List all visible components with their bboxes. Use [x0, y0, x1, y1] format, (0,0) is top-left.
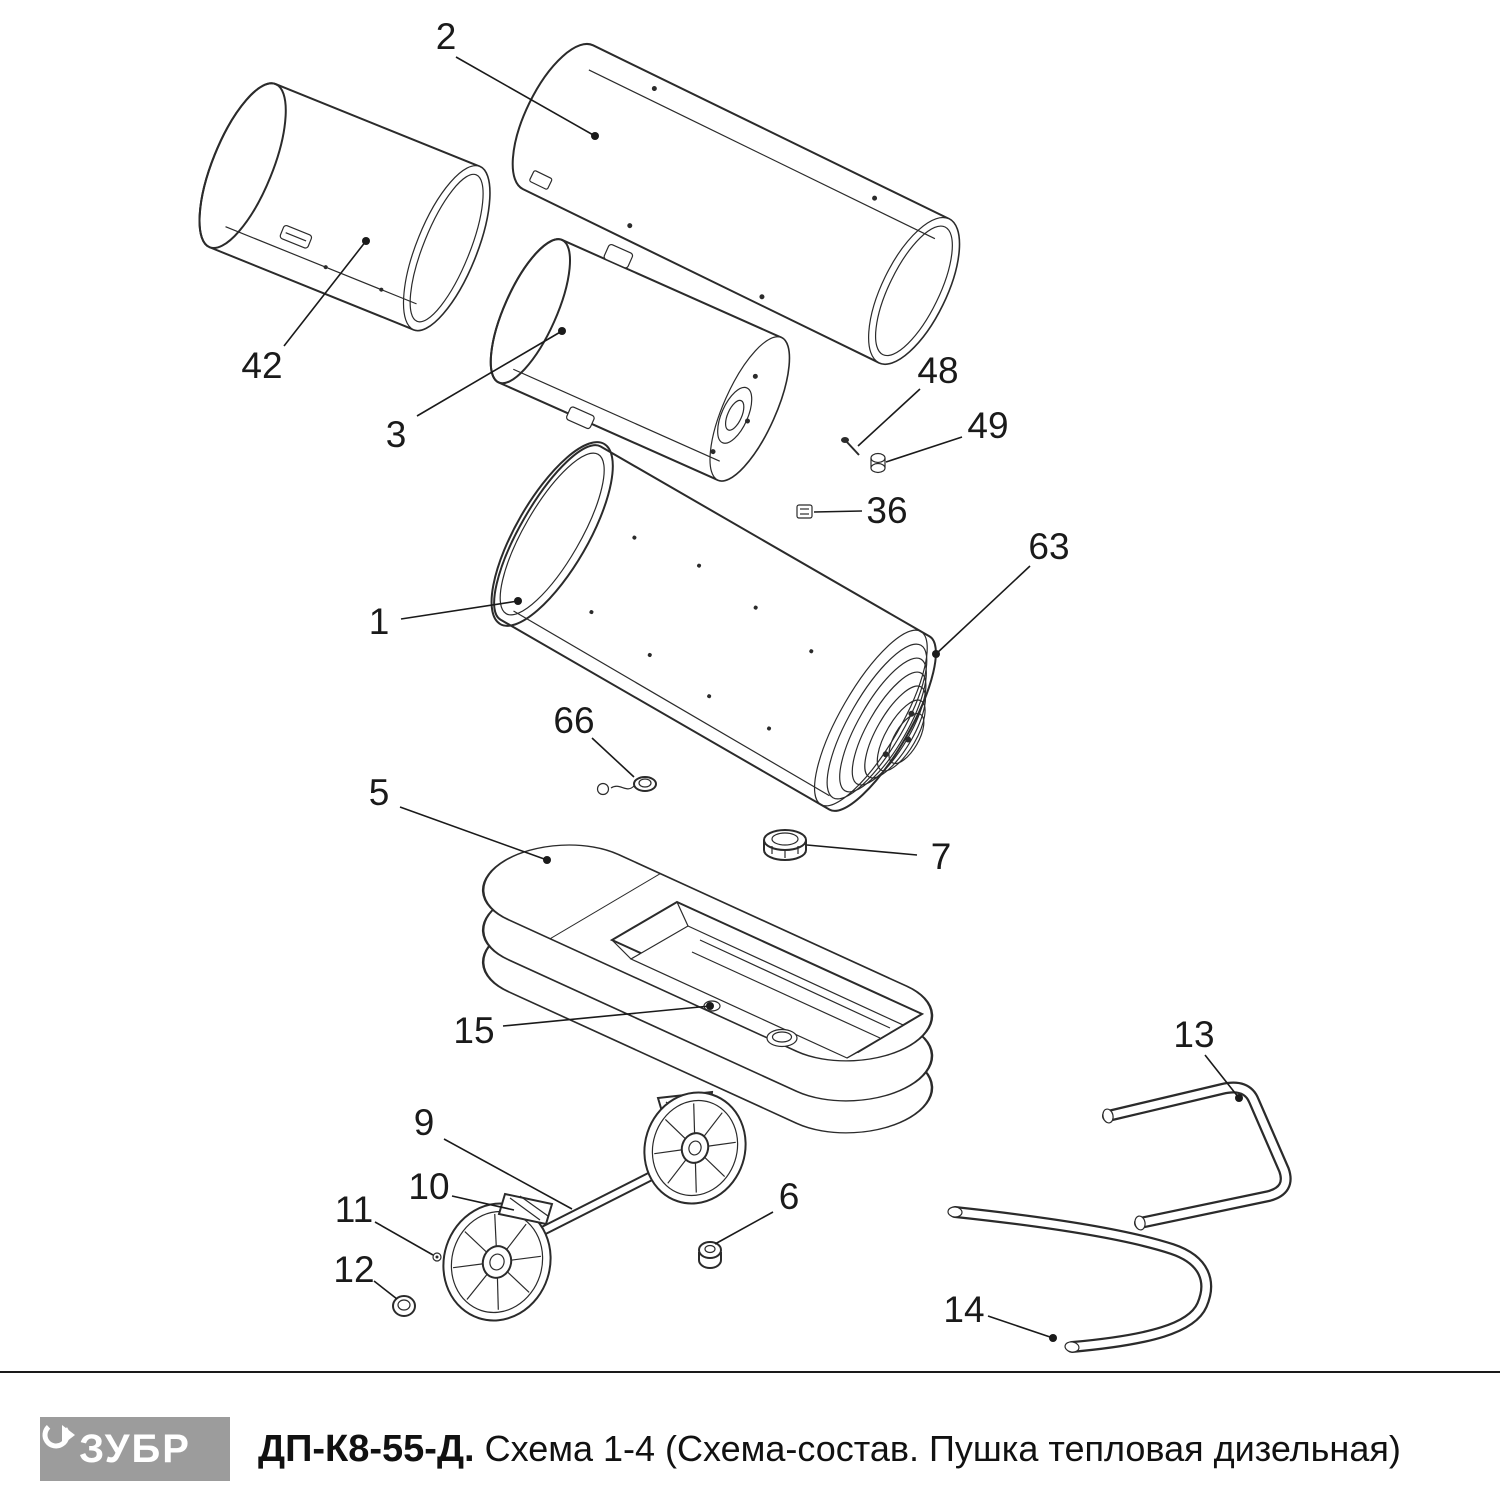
leader-line-66	[591, 737, 635, 778]
part-label-10: 10	[408, 1166, 449, 1207]
leader-line-49	[885, 436, 963, 463]
brand-name: ЗУБР	[79, 1426, 191, 1471]
leader-line-11	[374, 1221, 434, 1256]
part-label-13: 13	[1173, 1014, 1214, 1055]
part-5-15-fuel-tank	[448, 826, 967, 1152]
diagram-title: ДП-К8-55-Д. Схема 1-4 (Схема-состав. Пуш…	[258, 1417, 1401, 1481]
part-2-upper-cover	[511, 42, 961, 366]
part-label-7: 7	[931, 836, 952, 877]
part-36-clip	[796, 504, 813, 519]
leader-line-10	[451, 1195, 515, 1211]
leader-line-15	[502, 1005, 711, 1027]
part-label-6: 6	[779, 1176, 800, 1217]
part-label-11: 11	[335, 1189, 373, 1230]
part-7-fuel-cap	[763, 829, 807, 861]
part-1-combustion-chamber	[490, 441, 937, 812]
leader-line-36	[813, 510, 863, 513]
part-label-49: 49	[967, 405, 1008, 446]
part-label-36: 36	[866, 490, 907, 531]
part-label-2: 2	[436, 16, 457, 57]
leader-line-6	[714, 1211, 774, 1245]
wheel-front	[442, 1202, 552, 1322]
leader-line-3	[416, 330, 563, 417]
wheel-rear	[643, 1091, 747, 1205]
part-label-48: 48	[917, 350, 958, 391]
leader-dot-5	[543, 856, 551, 864]
leader-line-2	[455, 56, 596, 137]
part-label-66: 66	[553, 700, 594, 741]
diagram-caption: Схема 1-4 (Схема-состав. Пушка тепловая …	[484, 1428, 1401, 1469]
leader-line-12	[373, 1280, 398, 1300]
part-66-plug-chain	[596, 776, 657, 796]
zubr-logo-icon	[42, 1421, 75, 1449]
leader-line-13	[1204, 1054, 1240, 1099]
leader-dot-63	[932, 650, 940, 658]
leader-dot-3	[558, 327, 566, 335]
part-label-14: 14	[943, 1289, 984, 1330]
part-13-handle	[1102, 1081, 1292, 1231]
part-48-screw	[841, 437, 860, 456]
part-label-1: 1	[369, 601, 390, 642]
leader-line-7	[806, 844, 918, 856]
tank-opening	[609, 900, 925, 1059]
part-label-63: 63	[1028, 526, 1069, 567]
leader-dot-15	[706, 1002, 714, 1010]
leader-line-63	[935, 565, 1031, 655]
part-label-5: 5	[369, 772, 390, 813]
part-42-outer-shell	[198, 82, 491, 332]
part-label-9: 9	[414, 1102, 435, 1143]
part-14-frame	[947, 1206, 1213, 1353]
leader-line-1	[400, 600, 519, 620]
part-9-axle-assembly	[442, 1090, 747, 1322]
leader-line-48	[857, 388, 921, 447]
leader-dot-2	[591, 132, 599, 140]
footer-separator	[0, 1371, 1500, 1373]
zubr-logo: ЗУБР	[40, 1417, 230, 1481]
leader-dot-42	[362, 237, 370, 245]
leader-dot-13	[1235, 1094, 1243, 1102]
leader-line-14	[987, 1315, 1054, 1339]
part-12-cap-nut	[392, 1295, 416, 1317]
part-6-nut	[698, 1241, 722, 1269]
part-11-pin	[432, 1252, 442, 1262]
part-label-12: 12	[333, 1249, 374, 1290]
leader-dot-1	[514, 597, 522, 605]
part-49-bushing	[870, 452, 886, 474]
leader-line-5	[399, 806, 548, 861]
part-3-inner-cylinder	[489, 238, 791, 482]
part-63-heat-coil	[813, 629, 928, 807]
part-label-3: 3	[386, 414, 407, 455]
leader-dot-14	[1049, 1334, 1057, 1342]
part-label-42: 42	[241, 345, 282, 386]
part-label-15: 15	[453, 1010, 494, 1051]
leader-line-42	[283, 240, 367, 347]
leader-line-9	[443, 1138, 573, 1210]
model-number: ДП-К8-55-Д.	[258, 1428, 475, 1470]
